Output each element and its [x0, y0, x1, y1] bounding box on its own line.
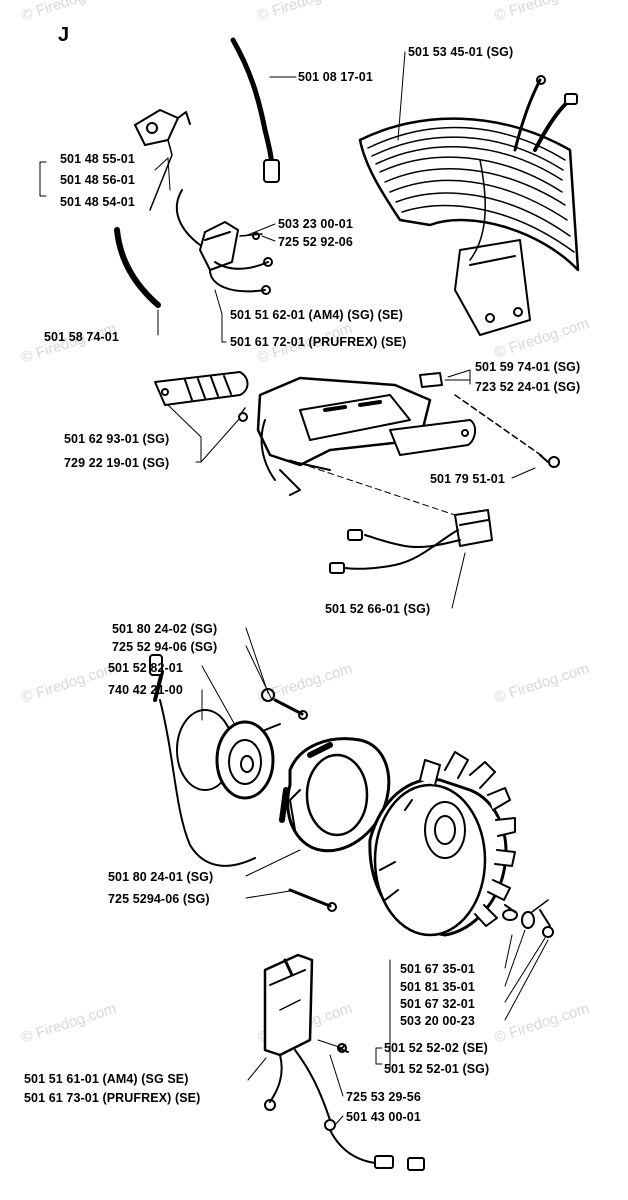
part-label: 501 80 24-01 (SG) — [108, 870, 214, 884]
part-label: 501 81 35-01 — [400, 980, 475, 994]
ignition-coil-lead — [149, 654, 256, 867]
stop-switch — [134, 109, 191, 211]
section-letter: J — [58, 24, 70, 46]
part-label: 725 52 94-06 (SG) — [112, 640, 218, 654]
part-label: 725 53 29-56 — [346, 1090, 421, 1104]
rotor-housing — [279, 737, 391, 853]
part-label: 723 52 24-01 (SG) — [475, 380, 581, 394]
part-label: 501 52 66-01 (SG) — [325, 602, 431, 616]
part-label: 501 61 73-01 (PRUFREX) (SE) — [24, 1091, 201, 1105]
part-label: 725 5294-06 (SG) — [108, 892, 210, 906]
fan-housing — [154, 371, 560, 521]
cylinder-shield — [358, 75, 580, 336]
part-label: 740 42 21-00 — [108, 683, 183, 697]
part-label: 503 23 00-01 — [278, 217, 353, 231]
starter-pulley — [215, 720, 281, 800]
part-label: 501 52 52-02 (SE) — [384, 1041, 488, 1055]
part-label: 501 48 55-01 — [60, 152, 135, 166]
part-label: 501 67 32-01 — [400, 997, 475, 1011]
part-label: 501 08 17-01 — [298, 70, 373, 84]
part-label: 501 48 54-01 — [60, 195, 135, 209]
part-label: 501 62 93-01 (SG) — [64, 432, 170, 446]
part-label: 501 48 56-01 — [60, 173, 135, 187]
switch-lead — [114, 227, 161, 308]
part-label: 501 52 82-01 — [108, 661, 183, 675]
part-label: 501 43 00-01 — [346, 1110, 421, 1124]
part-label: 501 59 74-01 (SG) — [475, 360, 581, 374]
part-label: 503 20 00-23 — [400, 1014, 475, 1028]
part-label: 501 58 74-01 — [44, 330, 119, 344]
part-label: 501 67 35-01 — [400, 962, 475, 976]
ignition-module — [175, 189, 273, 295]
part-label: 501 53 45-01 (SG) — [408, 45, 514, 59]
spark-plug-lead — [230, 37, 280, 183]
part-label: 501 51 61-01 (AM4) (SG SE) — [24, 1072, 189, 1086]
bolt-screw — [261, 688, 308, 720]
part-label: 729 22 19-01 (SG) — [64, 456, 170, 470]
part-label: 501 61 72-01 (PRUFREX) (SE) — [230, 335, 407, 349]
screw-lower — [288, 888, 337, 912]
flywheel-nut — [502, 899, 554, 938]
flywheel — [368, 751, 516, 937]
ignition-module-lower — [263, 953, 425, 1171]
part-label: 501 52 52-01 (SG) — [384, 1062, 490, 1076]
ignition-wire-harness — [329, 509, 493, 574]
leader-lines — [39, 51, 549, 1126]
part-label: 725 52 92-06 — [278, 235, 353, 249]
part-label: 501 51 62-01 (AM4) (SG) (SE) — [230, 308, 403, 322]
part-label: 501 80 24-02 (SG) — [112, 622, 218, 636]
part-label: 501 79 51-01 — [430, 472, 505, 486]
